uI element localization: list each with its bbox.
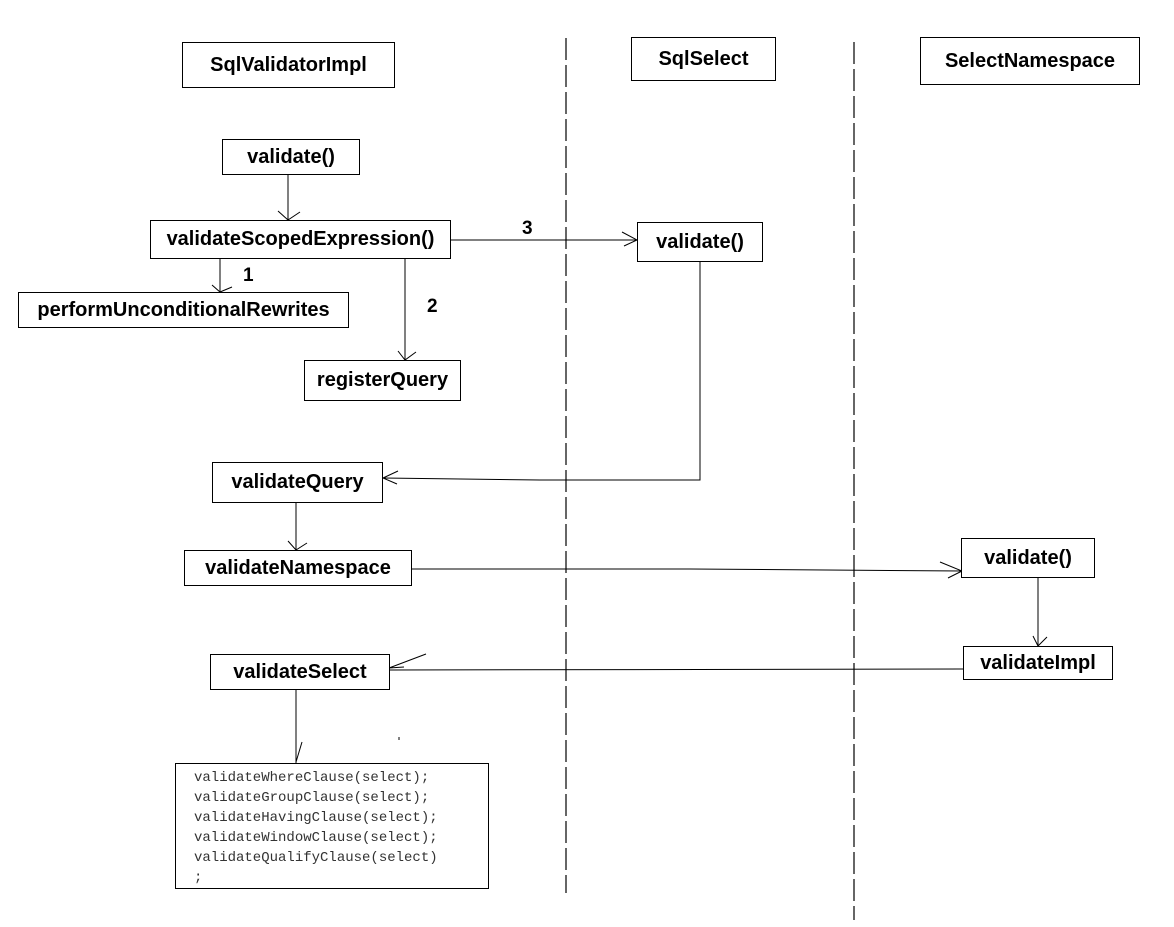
call-validate-impl: validateImpl [963,646,1113,680]
arrowhead-impl-to-validate-select [388,653,427,669]
code-line: validateGroupClause(select); [194,790,430,806]
call-sqlselect-validate: validate() [637,222,763,262]
call-validate-namespace: validateNamespace [184,550,412,586]
step-label-3: 3 [522,218,533,239]
arrowhead-query-to-namespace [287,540,308,551]
arrowhead-scoped-to-rewrites [211,284,233,293]
arrowhead-scoped-to-sqlselect-validate [621,231,639,247]
code-line: validateQualifyClause(select) [194,850,438,866]
code-snippet-box: validateWhereClause(select); validateGro… [175,763,489,889]
code-line: ; [194,870,203,886]
call-register-query: registerQuery [304,360,461,401]
connector-namespace-to-ns-validate [411,568,963,572]
lifeline-sqlvalidatorimpl: SqlValidatorImpl [182,42,395,88]
lifeline-selectnamespace: SelectNamespace [920,37,1140,85]
step-label-1: 1 [243,265,254,286]
connector-impl-to-validate-select [388,668,964,671]
code-line: validateWhereClause(select); [194,770,430,786]
lifeline-sqlselect: SqlSelect [631,37,776,81]
code-line: validateHavingClause(select); [194,810,438,826]
code-line: validateWindowClause(select); [194,830,438,846]
arrowhead-validate-select-to-code [295,741,303,763]
call-validate-scoped-expression: validateScopedExpression() [150,220,451,259]
arrowhead-sqlselect-to-validate-query [381,470,399,485]
arrowhead-ns-validate-to-impl [1032,635,1048,647]
connector-sqlselect-to-validate-query [382,262,701,481]
call-validate-root: validate() [222,139,360,175]
call-perform-unconditional-rewrites: performUnconditionalRewrites [18,292,349,328]
step-label-2: 2 [427,296,438,317]
arrowhead-namespace-to-ns-validate [939,561,964,579]
arrowhead-scoped-to-register [397,350,417,361]
call-validate-query: validateQuery [212,462,383,503]
arrowhead-validate-to-scoped [277,210,301,221]
call-namespace-validate: validate() [961,538,1095,578]
call-validate-select: validateSelect [210,654,390,690]
